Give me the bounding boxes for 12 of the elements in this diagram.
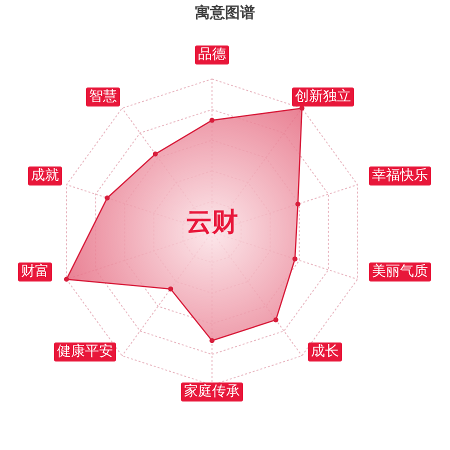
axis-label: 智慧 [86,88,120,106]
axis-label: 财富 [18,262,52,282]
axis-label: 幸福快乐 [369,166,431,186]
chart-title: 寓意图谱 [195,4,255,22]
axis-label: 品德 [195,46,229,64]
axis-label: 成长 [308,342,342,362]
axis-label: 美丽气质 [369,262,431,282]
axis-label: 健康平安 [54,342,116,362]
axis-label: 创新独立 [292,88,354,106]
axis-label: 成就 [28,166,62,186]
axis-label: 家庭传承 [181,382,243,402]
center-name: 云财 [186,206,238,240]
